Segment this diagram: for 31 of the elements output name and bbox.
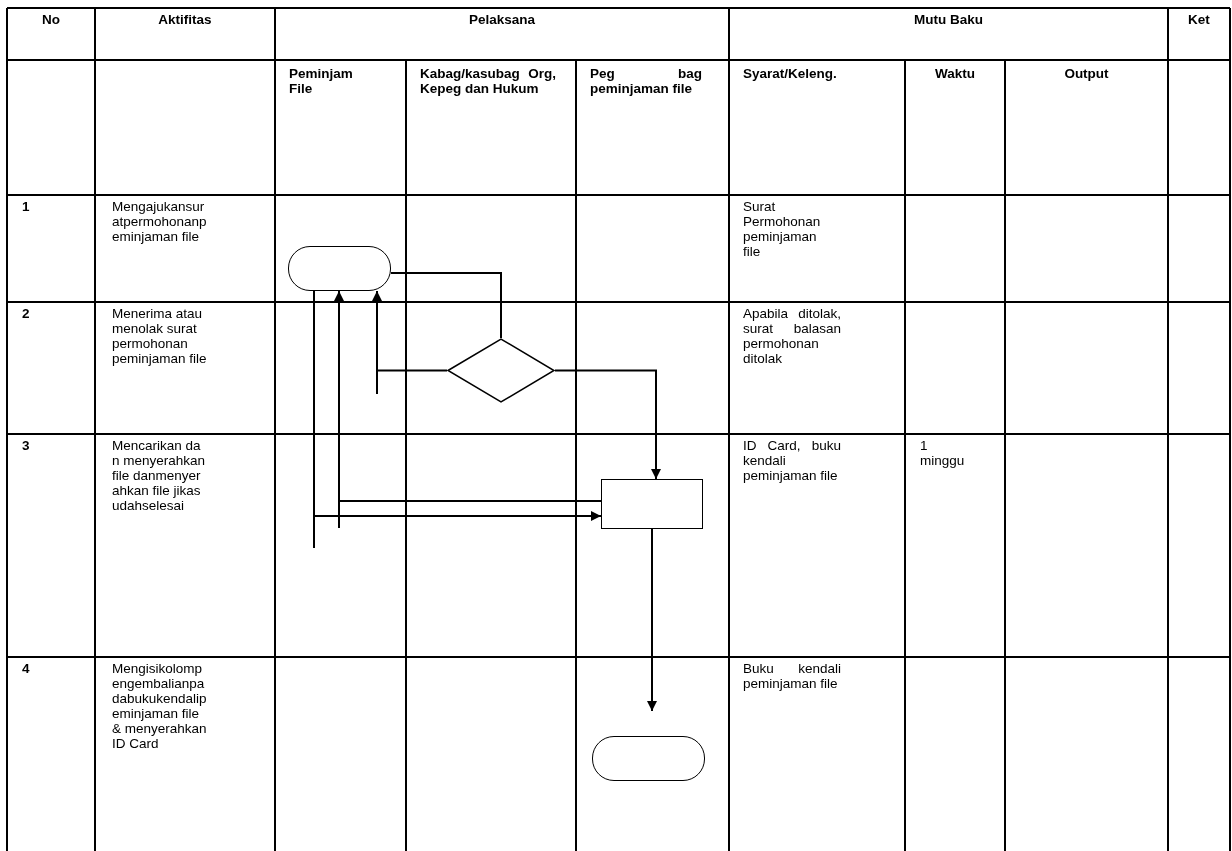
requirement-text: ID Card, buku kendali peminjaman file (743, 438, 841, 483)
column-header: Peg bag peminjaman file (590, 66, 702, 96)
activity-text: Mengisikolompengembalianpadabukukendalipeminjaman file& menyerahkan ID Card (112, 661, 208, 751)
column-header: Output (1063, 66, 1110, 81)
requirement-text: Apabila ditolak, surat balasan permohonan ditolak (743, 306, 841, 366)
column-header: Ket (1187, 12, 1211, 27)
terminator-shape (288, 246, 391, 291)
row-number: 1 (22, 199, 31, 214)
process-box (601, 479, 703, 529)
column-header: Waktu (934, 66, 976, 81)
column-header: Syarat/Keleng. (743, 66, 838, 81)
requirement-text: Surat Permohonan peminjaman file (743, 199, 822, 259)
duration-text: 1 minggu (920, 438, 962, 468)
column-header: Kabag/kasubag Org, Kepeg dan Hukum (420, 66, 556, 96)
decision-diamond (447, 338, 555, 403)
column-header: No (41, 12, 61, 27)
row-number: 3 (22, 438, 31, 453)
column-header: Pelaksana (467, 12, 537, 27)
row-number: 4 (22, 661, 31, 676)
row-number: 2 (22, 306, 31, 321)
requirement-text: Buku kendali peminjaman file (743, 661, 841, 691)
arrow (372, 290, 448, 395)
activity-text: Mencarikan dan menyerahkan file danmenyerahkan file jikasudahselesai (112, 438, 207, 513)
column-header: Aktifitas (157, 12, 213, 27)
activity-text: Mengajukansuratpermohonanpeminjaman file (112, 199, 208, 244)
terminator-shape (592, 736, 705, 781)
activity-text: Menerima atau menolak surat permohonan peminjaman file (112, 306, 208, 366)
column-header: Peminjam File (289, 66, 354, 96)
arrow (647, 528, 657, 712)
column-header: Mutu Baku (913, 12, 984, 27)
arrow (554, 369, 661, 480)
